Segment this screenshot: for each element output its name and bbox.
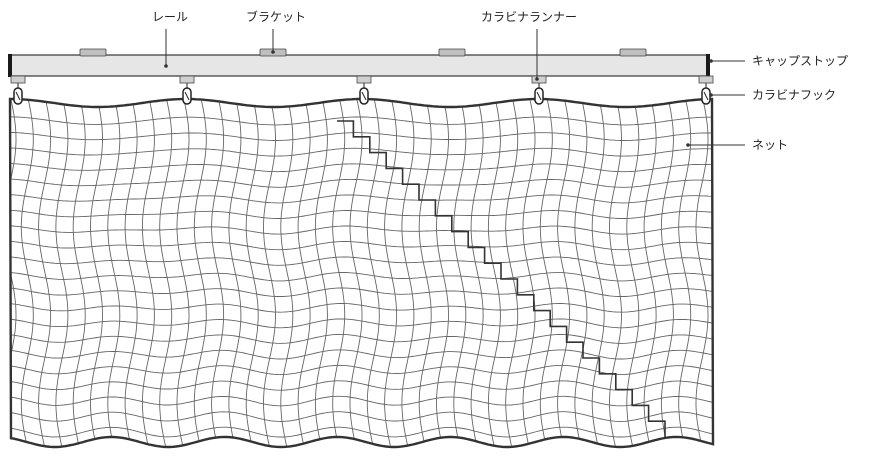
label-net: ネット xyxy=(686,138,788,152)
label-carabiner-runner: カラビナランナー xyxy=(481,10,577,81)
brackets xyxy=(79,48,647,57)
mesh-vertical-line xyxy=(436,99,449,447)
bracket-label: ブラケット xyxy=(246,9,306,24)
mesh-vertical-line xyxy=(10,99,17,447)
bracket-4 xyxy=(619,48,647,57)
carabiner-runner-3 xyxy=(356,75,372,105)
cap-stop-left xyxy=(8,54,12,77)
mesh-vertical-line xyxy=(522,99,536,447)
cap-stop-label: キャップストップ xyxy=(752,54,848,68)
mesh-horizontal-line xyxy=(10,442,713,447)
net-mesh xyxy=(10,99,713,447)
mesh-vertical-line xyxy=(678,99,692,447)
mesh-vertical-line xyxy=(349,99,363,447)
rail-body xyxy=(9,54,708,77)
carabiner-runner-label: カラビナランナー xyxy=(481,10,577,24)
mesh-vertical-line xyxy=(176,99,190,447)
mesh-vertical-line xyxy=(245,99,259,447)
mesh-horizontal-line xyxy=(10,225,713,235)
mesh-vertical-line xyxy=(539,99,553,447)
mesh-vertical-line xyxy=(712,99,713,447)
mesh-vertical-line xyxy=(591,99,605,447)
mesh-vertical-line xyxy=(574,99,588,447)
mesh-vertical-line xyxy=(643,99,657,447)
mesh-horizontal-line xyxy=(10,364,713,376)
net-outline xyxy=(8,97,715,449)
mesh-horizontal-line xyxy=(10,240,713,251)
mesh-vertical-line xyxy=(453,99,467,447)
mesh-horizontal-line xyxy=(10,303,713,313)
mesh-vertical-line xyxy=(124,99,138,447)
mesh-vertical-line xyxy=(297,99,311,447)
mesh-vertical-line xyxy=(384,99,398,447)
mesh-vertical-line xyxy=(193,99,207,447)
mesh-horizontal-line xyxy=(10,194,713,204)
mesh-vertical-line xyxy=(487,99,501,447)
net-seam-line xyxy=(337,120,666,437)
rail xyxy=(8,54,710,77)
mesh-vertical-line xyxy=(280,99,294,447)
mesh-vertical-line xyxy=(660,99,674,447)
label-bracket: ブラケット xyxy=(246,9,306,54)
bracket-3 xyxy=(438,48,466,57)
carabiner-runner-4 xyxy=(531,75,547,105)
bracket-1 xyxy=(79,48,107,57)
carabiner-runner-2 xyxy=(179,75,195,105)
mesh-horizontal-line xyxy=(10,380,713,391)
mesh-horizontal-line xyxy=(10,395,713,407)
mesh-vertical-line xyxy=(55,99,69,447)
mesh-vertical-line xyxy=(90,99,103,447)
mesh-vertical-line xyxy=(211,99,225,447)
cap-stop-right xyxy=(706,54,710,77)
mesh-horizontal-line xyxy=(10,256,713,266)
carabiner-runner-1 xyxy=(10,75,26,105)
mesh-horizontal-line xyxy=(10,349,713,360)
carabiner-runner-5 xyxy=(698,75,714,105)
mesh-horizontal-line xyxy=(10,178,713,188)
mesh-vertical-line xyxy=(20,99,34,447)
mesh-vertical-line xyxy=(228,99,242,447)
mesh-vertical-line xyxy=(159,99,173,447)
label-cap-stop: キャップストップ xyxy=(709,54,848,68)
carabiner-hook-label: カラビナフック xyxy=(752,88,836,102)
mesh-horizontal-line xyxy=(10,411,713,422)
mesh-vertical-line xyxy=(332,99,346,447)
mesh-horizontal-line xyxy=(10,163,713,173)
mesh-horizontal-line xyxy=(10,426,713,438)
rail-label: レール xyxy=(152,10,188,24)
net-label: ネット xyxy=(752,138,788,152)
mesh-vertical-line xyxy=(107,99,121,447)
mesh-vertical-line xyxy=(470,99,484,447)
label-carabiner-hook: カラビナフック xyxy=(709,88,836,102)
mesh-vertical-line xyxy=(38,99,52,447)
mesh-horizontal-line xyxy=(10,272,713,282)
mesh-horizontal-line xyxy=(10,318,713,329)
mesh-vertical-line xyxy=(401,99,415,447)
mesh-vertical-line xyxy=(505,99,519,447)
mesh-vertical-line xyxy=(695,99,709,447)
mesh-vertical-line xyxy=(72,99,86,447)
mesh-vertical-line xyxy=(609,99,622,447)
carabiner-runners xyxy=(10,75,714,105)
mesh-vertical-line xyxy=(141,99,155,447)
mesh-horizontal-line xyxy=(10,116,712,126)
mesh-vertical-line xyxy=(418,99,432,447)
mesh-vertical-line xyxy=(263,99,276,447)
label-rail: レール xyxy=(152,10,188,68)
mesh-horizontal-line xyxy=(10,333,713,344)
mesh-horizontal-line xyxy=(10,209,713,219)
mesh-horizontal-line xyxy=(10,131,712,141)
mesh-horizontal-line xyxy=(10,287,713,297)
mesh-horizontal-line xyxy=(10,147,712,157)
mesh-vertical-line xyxy=(314,99,328,447)
